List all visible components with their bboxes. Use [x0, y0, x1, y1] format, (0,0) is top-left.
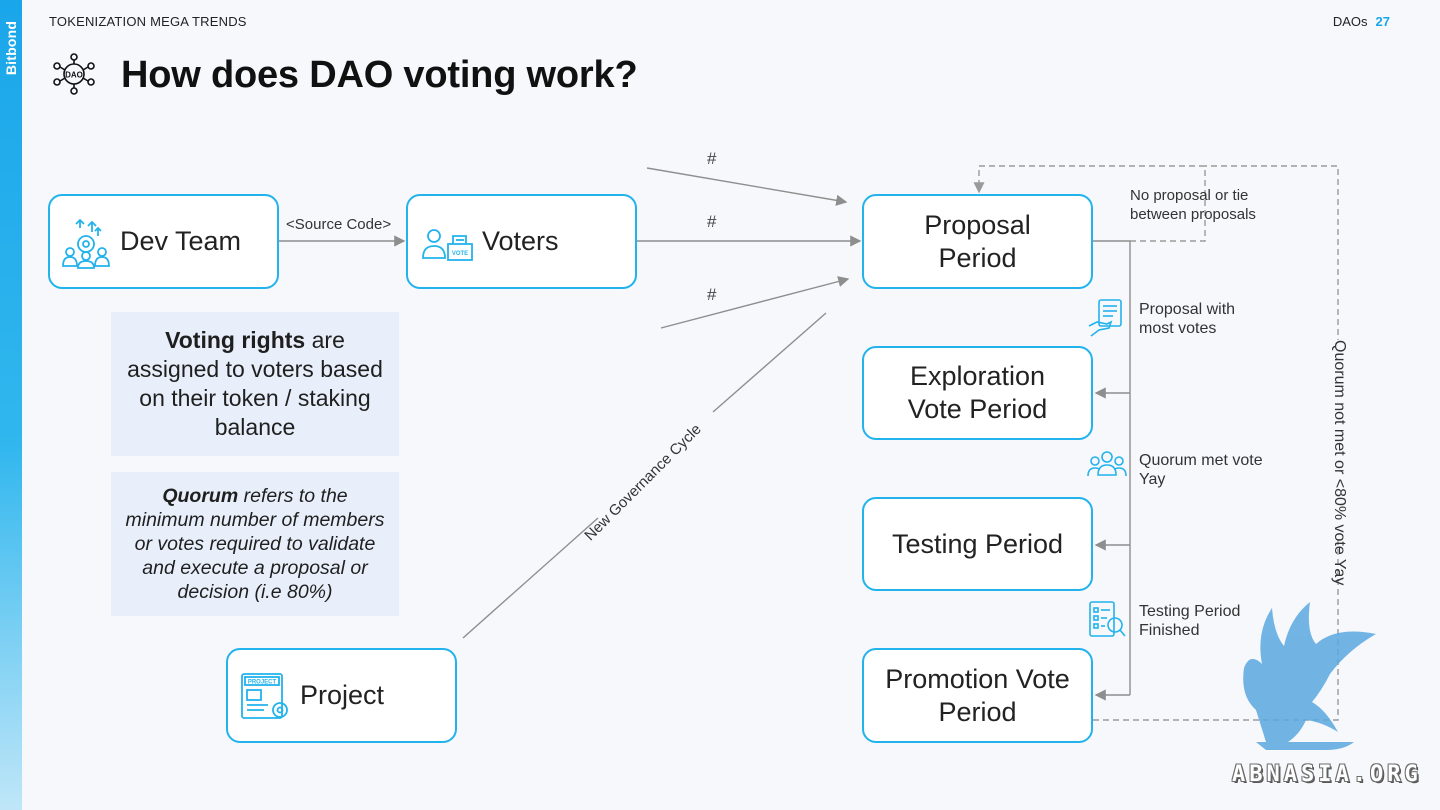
lower-hash-arrow	[660, 276, 850, 329]
topic-label: DAOs	[1332, 14, 1368, 29]
quorum-not-met-label: Quorum not met or <80% vote Yay	[1328, 340, 1348, 585]
quorum-text: refers to the minimum number of members …	[125, 485, 385, 603]
dev-team-box: Dev Team	[48, 194, 279, 289]
sidebar-strip: Bitbond	[0, 0, 22, 810]
most-votes-label: Proposal with most votes	[1139, 301, 1236, 337]
voters-label: Voters	[482, 226, 559, 256]
upper-hash-arrow	[646, 167, 848, 206]
proposal-document-icon	[1088, 299, 1122, 337]
promotion-vote-period-label: Promotion Vote Period	[885, 663, 1070, 727]
new-cycle-line-b	[712, 312, 827, 413]
svg-text:VOTE: VOTE	[452, 251, 468, 257]
testing-period-box: Testing Period	[862, 497, 1093, 591]
svg-text:PROJECT: PROJECT	[248, 679, 277, 685]
voters-box: VOTE Voters	[406, 194, 637, 289]
project-box: PROJECT Project	[226, 648, 457, 743]
project-icon: PROJECT	[241, 672, 288, 719]
svg-text:DAO: DAO	[65, 71, 83, 80]
voting-rights-term: Voting rights	[165, 327, 306, 353]
dev-team-label: Dev Team	[120, 226, 242, 256]
page-number: 27	[1375, 14, 1390, 29]
bird-logo	[1243, 602, 1376, 750]
checklist-icon	[1089, 601, 1126, 637]
quorum-note: Quorum refers to the minimum number of m…	[111, 472, 399, 616]
exploration-vote-period-label: Exploration Vote Period	[907, 361, 1048, 424]
voters-icon: VOTE	[422, 228, 473, 261]
testing-finished-label: Testing Period Finished	[1139, 603, 1241, 639]
no-proposal-label: No proposal or tie between proposals	[1130, 187, 1256, 223]
new-governance-cycle-label: New Governance Cycle	[581, 420, 705, 545]
section-header: TOKENIZATION MEGA TRENDS	[49, 14, 247, 29]
source-code-label: <Source Code>	[286, 216, 392, 233]
people-group-icon	[1087, 451, 1127, 477]
brand-logo: Bitbond	[3, 20, 19, 76]
dev-team-icon	[62, 218, 110, 269]
promotion-vote-period-box: Promotion Vote Period	[862, 648, 1093, 743]
hash-label-middle: #	[707, 212, 717, 231]
proposal-period-label: Proposal Period	[924, 209, 1031, 273]
page-title: How does DAO voting work?	[121, 54, 638, 96]
page-header: DAOs 27	[1333, 14, 1390, 29]
voting-rights-note: Voting rights are assigned to voters bas…	[111, 312, 399, 456]
testing-period-label: Testing Period	[891, 528, 1064, 559]
hash-label-top: #	[707, 149, 717, 168]
hash-label-bottom: #	[707, 285, 717, 304]
project-label: Project	[300, 680, 385, 710]
proposal-period-box: Proposal Period	[862, 194, 1093, 289]
quorum-met-label: Quorum met vote Yay	[1139, 452, 1263, 488]
voting-rights-text: are assigned to voters based on their to…	[127, 327, 383, 440]
watermark-text: ABNASIA.ORG	[1232, 762, 1422, 787]
dao-icon: DAO	[53, 53, 95, 95]
exploration-vote-period-box: Exploration Vote Period	[862, 346, 1093, 440]
quorum-term: Quorum	[162, 485, 239, 507]
